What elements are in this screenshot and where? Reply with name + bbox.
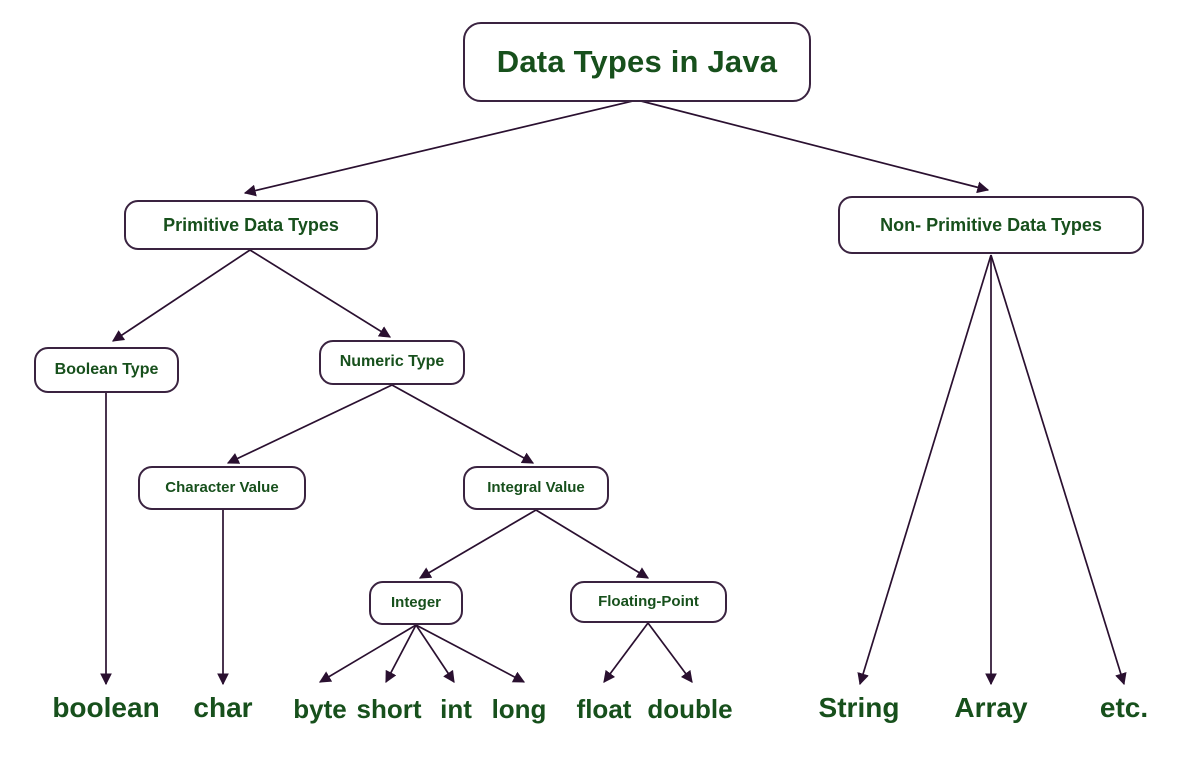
- node-floating-point[interactable]: Floating-Point: [570, 581, 727, 623]
- node-integral-value[interactable]: Integral Value: [463, 466, 609, 510]
- node-integer[interactable]: Integer: [369, 581, 463, 625]
- edge-integer-to-long: [415, 624, 526, 683]
- node-non-primitive-data-types[interactable]: Non- Primitive Data Types: [838, 196, 1144, 254]
- node-character-value[interactable]: Character Value: [138, 466, 306, 510]
- node-boolean-type[interactable]: Boolean Type: [34, 347, 179, 393]
- edge-primitive-to-boolean-type: [112, 249, 251, 342]
- edge-integral-to-integer: [418, 509, 537, 579]
- edge-primitive-to-numeric-type: [249, 249, 392, 338]
- edge-numeric-to-integral-value: [391, 384, 535, 464]
- edge-integer-to-short: [385, 624, 417, 684]
- edge-non-primitive-to-etc: [990, 254, 1127, 686]
- edge-integral-to-floating-point: [535, 509, 650, 579]
- leaf-float[interactable]: float: [576, 694, 632, 724]
- leaf-int[interactable]: int: [440, 694, 472, 724]
- leaf-string[interactable]: String: [818, 692, 900, 723]
- edge-integer-to-int: [415, 624, 455, 683]
- leaf-array[interactable]: Array: [954, 692, 1028, 723]
- edge-root-to-non-primitive: [636, 99, 990, 194]
- leaf-char[interactable]: char: [193, 692, 253, 723]
- edge-numeric-to-character-value: [226, 384, 393, 464]
- edge-root-to-primitive: [243, 99, 638, 197]
- edge-integer-to-byte: [318, 624, 417, 683]
- edge-floating-point-to-float: [603, 622, 649, 683]
- leaf-double[interactable]: double: [647, 694, 733, 724]
- leaf-boolean[interactable]: boolean: [52, 692, 160, 723]
- leaf-short[interactable]: short: [356, 694, 422, 724]
- node-numeric-type[interactable]: Numeric Type: [319, 340, 465, 385]
- node-root[interactable]: Data Types in Java: [463, 22, 811, 102]
- edge-non-primitive-to-string: [857, 254, 992, 686]
- leaf-long[interactable]: long: [491, 694, 547, 724]
- leaf-etc[interactable]: etc.: [1099, 692, 1149, 723]
- node-primitive-data-types[interactable]: Primitive Data Types: [124, 200, 378, 250]
- edge-floating-point-to-double: [647, 622, 693, 683]
- leaf-byte[interactable]: byte: [293, 694, 347, 724]
